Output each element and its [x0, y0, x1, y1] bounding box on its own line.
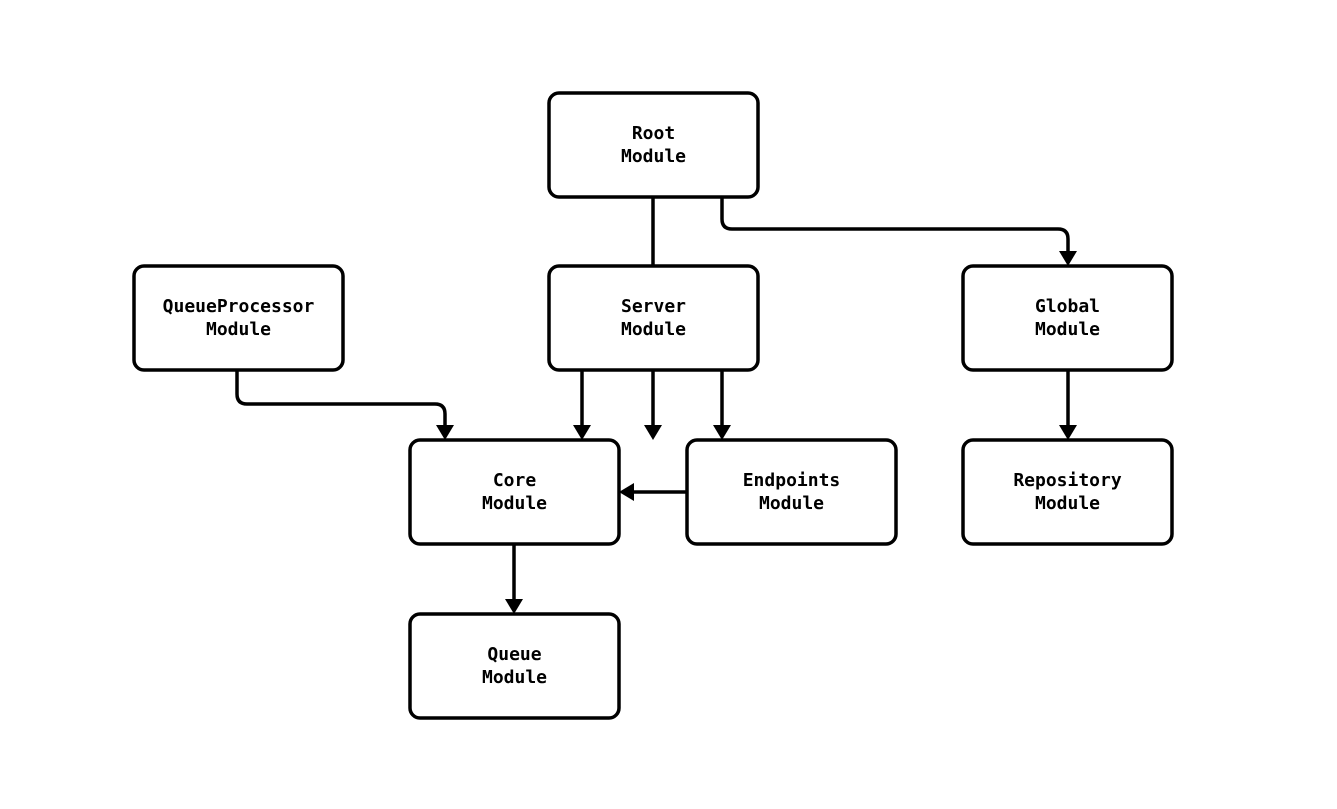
endpoints-module-node-label-line2: Module — [759, 493, 824, 514]
edge-server-to-core-arrowhead-icon — [573, 425, 591, 440]
edge-core-to-queue-arrowhead-icon — [505, 599, 523, 614]
edge-core-to-queue — [505, 544, 523, 614]
core-module-node-label-line2: Module — [482, 493, 547, 514]
edge-endpoints-to-core — [619, 483, 687, 501]
endpoints-module-node-label-line1: Endpoints — [743, 470, 841, 491]
global-module-node-label-line1: Global — [1035, 296, 1100, 317]
queueprocessor-module-node-label-line1: QueueProcessor — [163, 296, 315, 317]
queue-module-node-label-line1: Queue — [487, 644, 541, 665]
global-module-node-box[interactable] — [961, 264, 1174, 372]
root-module-node-label-line1: Root — [632, 123, 675, 144]
core-module-node-box[interactable] — [408, 438, 621, 546]
edge-queueprocessor-to-core-arrowhead-icon — [436, 425, 454, 440]
root-module-node-box[interactable] — [547, 91, 760, 199]
edge-root-to-global-line — [720, 197, 1070, 252]
global-module-node-label-line2: Module — [1035, 319, 1100, 340]
server-module-node-label-line1: Server — [621, 296, 686, 317]
repository-module-node-label-line1: Repository — [1013, 470, 1122, 491]
edge-root-to-server-arrowhead-icon — [644, 425, 662, 440]
server-module-node-box[interactable] — [547, 264, 760, 372]
edge-queueprocessor-to-core — [235, 370, 454, 440]
repository-module-node-label-line2: Module — [1035, 493, 1100, 514]
edge-global-to-repository-arrowhead-icon — [1059, 425, 1077, 440]
core-module-node-label-line1: Core — [493, 470, 537, 491]
root-module-node-label-line2: Module — [621, 146, 686, 167]
endpoints-module-node-box[interactable] — [685, 438, 898, 546]
edge-root-to-global — [720, 197, 1077, 266]
queue-module-node-box[interactable] — [408, 612, 621, 720]
server-module-node-label-line2: Module — [621, 319, 686, 340]
edge-root-to-global-arrowhead-icon — [1059, 251, 1077, 266]
queueprocessor-module-node-label-line2: Module — [206, 319, 271, 340]
edge-server-to-endpoints — [713, 370, 731, 440]
edge-server-to-endpoints-arrowhead-icon — [713, 425, 731, 440]
edge-queueprocessor-to-core-line — [235, 370, 447, 426]
repository-module-node-box[interactable] — [961, 438, 1174, 546]
edge-server-to-core — [573, 370, 591, 440]
edges-layer — [235, 197, 1077, 614]
edge-global-to-repository — [1059, 370, 1077, 440]
queue-module-node-label-line2: Module — [482, 667, 547, 688]
edge-endpoints-to-core-arrowhead-icon — [619, 483, 634, 501]
queueprocessor-module-node-box[interactable] — [132, 264, 345, 372]
